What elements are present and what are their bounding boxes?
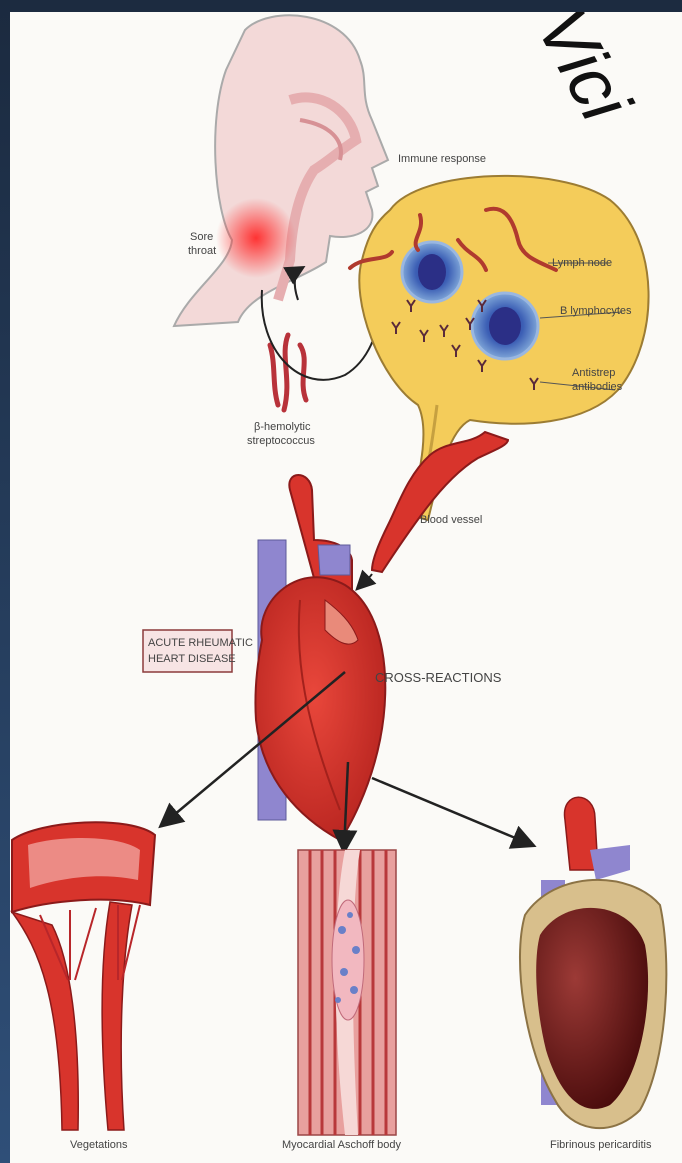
heart-illustration [255,475,385,840]
streptococcus-label: β-hemolytic [254,421,311,433]
slide-top-border [0,0,682,12]
slide-left-border [0,0,10,1163]
head-illustration [174,15,388,326]
pericarditis-illustration [520,797,666,1128]
watermark: Vici [521,12,646,136]
vegetations-label: Vegetations [70,1139,128,1151]
streptococcus-label-2: streptococcus [247,435,315,447]
vessel-to-heart-arrow [358,574,372,588]
svg-text:ACUTE RHEUMATIC: ACUTE RHEUMATIC [148,637,253,649]
lymph-node-label: Lymph node [552,257,612,269]
antistrep-label-2: antibodies [572,381,623,393]
pericarditis-label: Fibrinous pericarditis [550,1139,652,1151]
diagram-panel: Vici Sore throat β-hemolytic streptococc… [10,12,682,1163]
antistrep-label: Antistrep [572,367,615,379]
acute-rheumatic-heart-disease-box: ACUTE RHEUMATIC HEART DISEASE [143,630,253,672]
sore-throat-label: Sore [190,231,213,243]
rheumatic-fever-pathogenesis-diagram: Vici Sore throat β-hemolytic streptococc… [10,12,682,1163]
aschoff-body-label: Myocardial Aschoff body [282,1139,402,1151]
streptococcus-bacteria [270,335,306,410]
arrow-to-pericarditis [372,778,532,845]
sore-throat-highlight [216,198,296,278]
b-lymphocytes-label: B lymphocytes [560,305,632,317]
svg-text:HEART DISEASE: HEART DISEASE [148,653,236,665]
blood-vessel-label: Blood vessel [420,514,482,526]
blood-vessel [372,432,508,572]
valve-vegetations-illustration [12,822,155,1130]
immune-response-label: Immune response [398,153,486,165]
sore-throat-label-2: throat [188,245,216,257]
aschoff-body-illustration [298,850,396,1135]
cross-reactions-label: CROSS-REACTIONS [375,670,502,685]
